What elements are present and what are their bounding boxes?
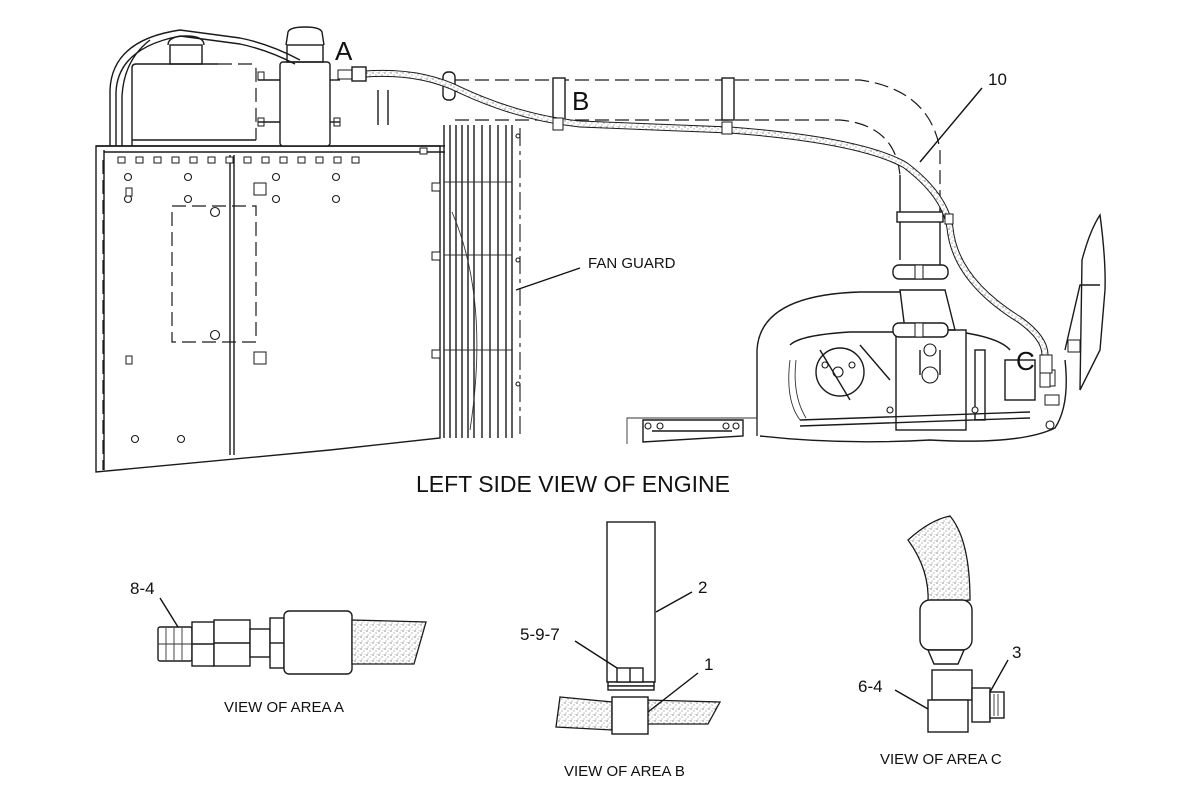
exhaust-stack [1064,213,1106,391]
hose-leader-line [919,87,983,163]
callout-1-leader [647,672,699,713]
detail-view-b: 2 5-9-7 1 VIEW OF AREA B [520,521,722,780]
engine-block [756,264,1067,443]
main-view-title: LEFT SIDE VIEW OF ENGINE [416,471,730,497]
area-callout-c: C [1016,346,1035,376]
coolant-tanks [109,26,341,147]
lower-bracket [626,417,758,444]
callout-3-leader [989,659,1009,693]
detail-view-a: 8-4 VIEW OF AREA A [130,579,427,716]
view-a-caption: VIEW OF AREA A [224,699,344,716]
detail-view-c: 3 6-4 VIEW OF AREA C [858,515,1021,768]
callout-3: 3 [1012,643,1021,662]
main-view: A B C 10 FAN GUARD LEFT SIDE VIEW OF ENG… [95,26,1106,497]
callout-2-leader [655,591,693,613]
air-intake-duct [377,71,944,265]
fan-guard-leader-line [515,267,581,291]
callout-6-4-leader [894,689,929,710]
callout-8-4-leader [159,597,179,628]
hose-10 [337,66,1053,388]
view-c-caption: VIEW OF AREA C [880,751,1002,768]
view-b-caption: VIEW OF AREA B [564,763,685,780]
part-callout-10: 10 [988,70,1007,89]
callout-5-9-7: 5-9-7 [520,625,560,644]
top-bolt-row [117,147,428,164]
fan-guard [431,125,521,438]
callout-1: 1 [704,655,713,674]
callout-8-4: 8-4 [130,579,155,598]
radiator-housing [95,145,445,473]
callout-6-4: 6-4 [858,677,883,696]
fan-guard-label: FAN GUARD [588,255,676,272]
area-callout-a: A [335,36,353,66]
callout-2: 2 [698,578,707,597]
callout-5-9-7-leader [574,640,618,669]
area-callout-b: B [572,86,589,116]
